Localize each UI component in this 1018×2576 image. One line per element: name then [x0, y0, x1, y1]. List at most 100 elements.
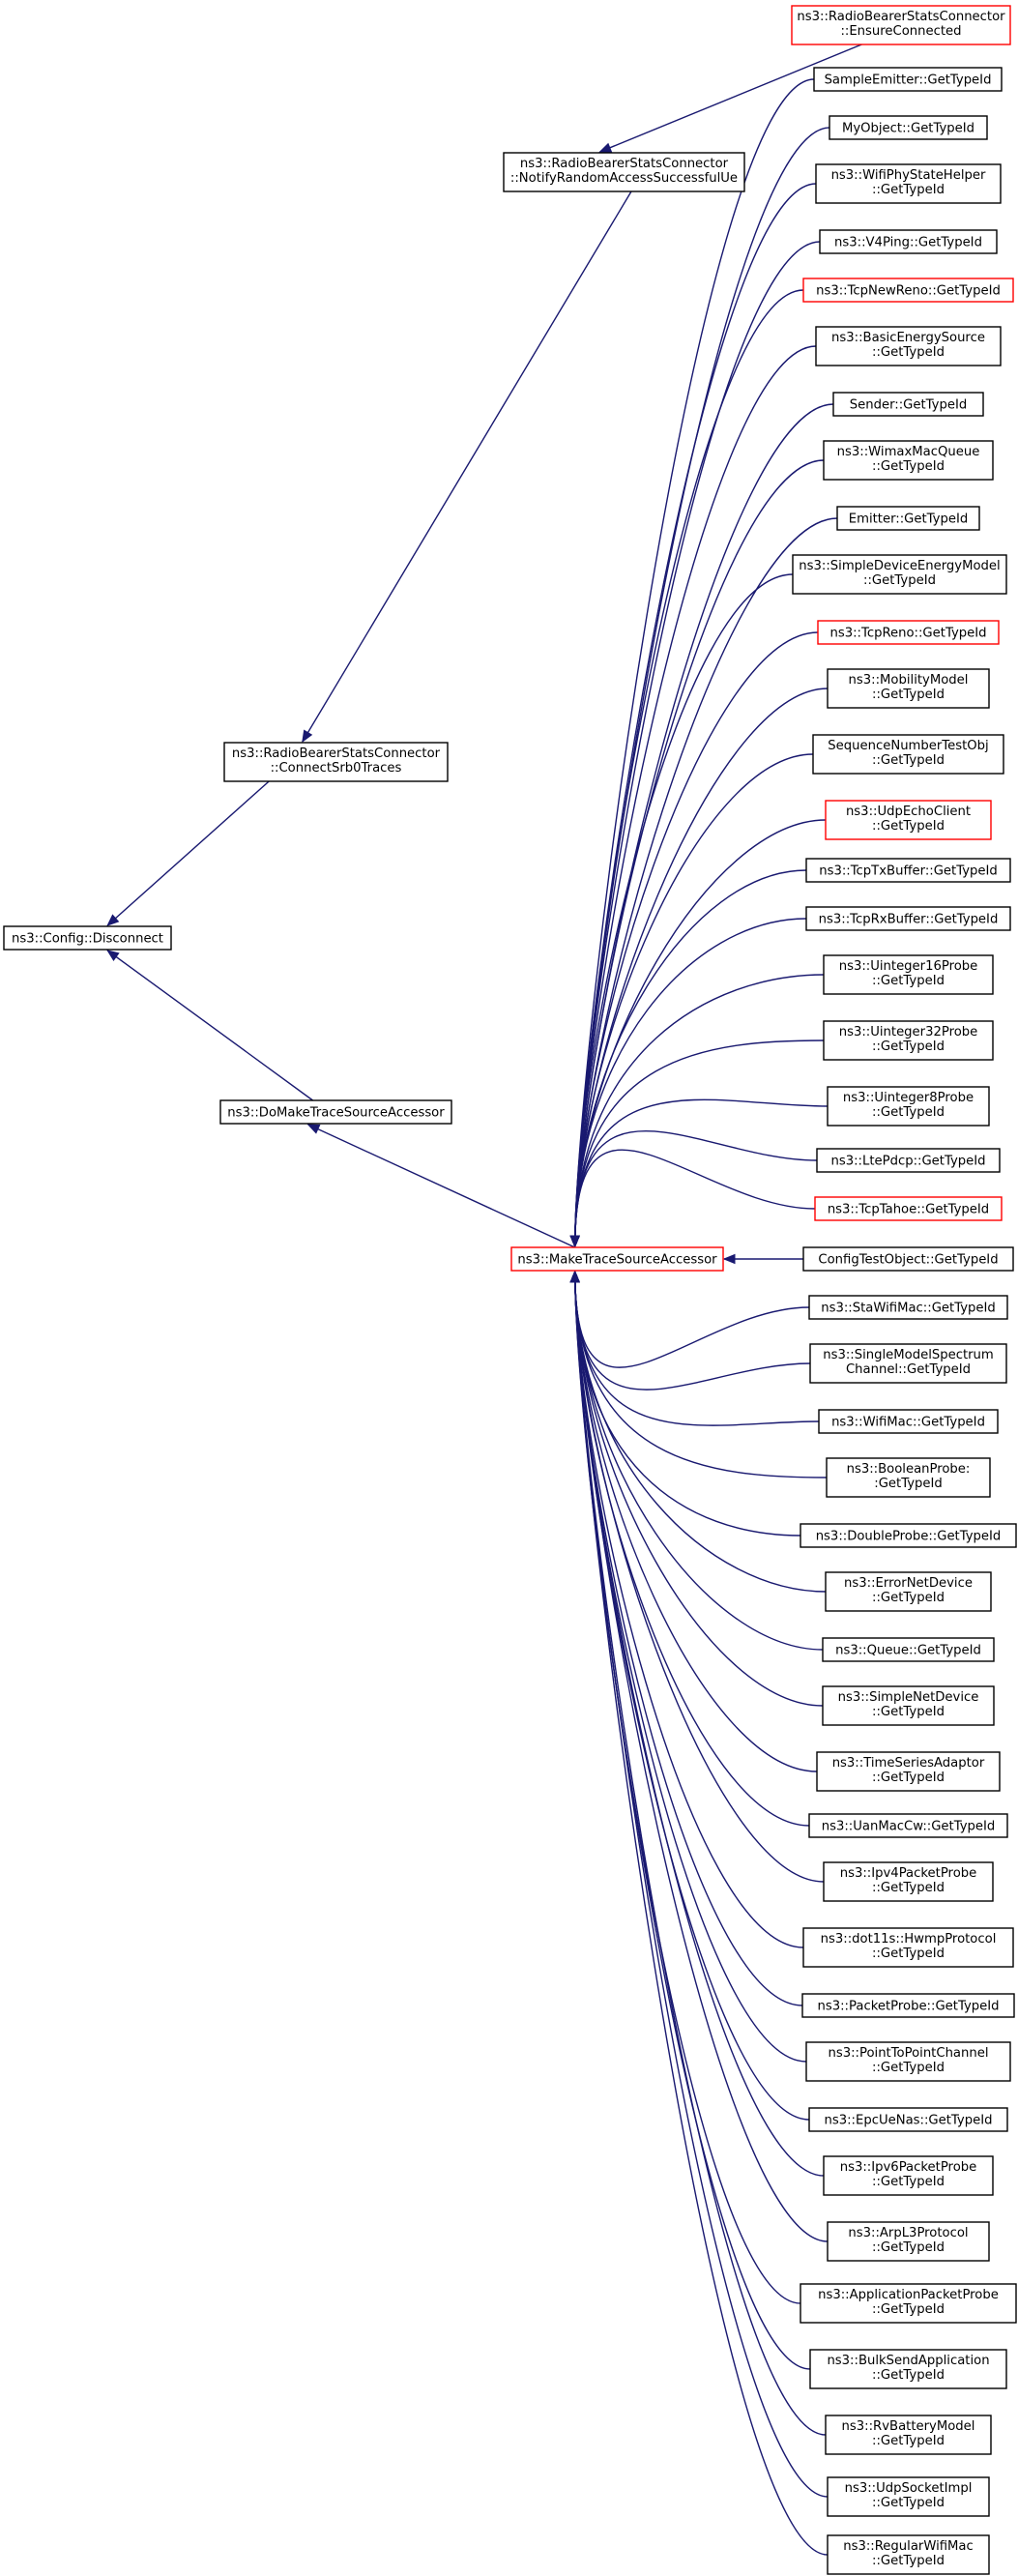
- node-c15[interactable]: ns3::TcpTxBuffer::GetTypeId: [805, 858, 1011, 883]
- node-label-notify_ras: ::NotifyRandomAccessSuccessfulUe: [510, 171, 738, 186]
- node-c37[interactable]: ns3::EpcUeNas::GetTypeId: [808, 2107, 1008, 2132]
- arrowhead-c44-to-make_tsa: [569, 1270, 580, 1283]
- node-box-c5: [802, 278, 1014, 303]
- node-c9[interactable]: Emitter::GetTypeId: [836, 506, 980, 531]
- node-box-c36: [805, 2041, 1011, 2082]
- node-c44[interactable]: ns3::RegularWifiMac::GetTypeId: [827, 2534, 990, 2575]
- node-label-c6: ::GetTypeId: [872, 345, 945, 360]
- node-box-c6: [815, 326, 1002, 366]
- node-c41[interactable]: ns3::BulkSendApplication::GetTypeId: [809, 2349, 1007, 2389]
- node-box-c23: [808, 1295, 1008, 1320]
- node-label-c19: ::GetTypeId: [872, 1105, 945, 1120]
- node-c1[interactable]: SampleEmitter::GetTypeId: [813, 67, 1003, 92]
- node-c3[interactable]: ns3::WifiPhyStateHelper::GetTypeId: [815, 163, 1002, 204]
- node-c34[interactable]: ns3::dot11s::HwmpProtocol::GetTypeId: [802, 1927, 1014, 1968]
- edge-c5-to-make_tsa: [574, 289, 804, 1247]
- node-c22[interactable]: ConfigTestObject::GetTypeId: [802, 1246, 1014, 1272]
- edge-c40-to-make_tsa: [574, 1271, 801, 2304]
- node-c40[interactable]: ns3::ApplicationPacketProbe::GetTypeId: [800, 2283, 1017, 2324]
- edge-c8-to-make_tsa: [574, 459, 825, 1247]
- node-c42[interactable]: ns3::RvBatteryModel::GetTypeId: [825, 2415, 992, 2455]
- edge-c21-to-make_tsa: [574, 1149, 816, 1247]
- node-connect_srb0[interactable]: ns3::RadioBearerStatsConnector::ConnectS…: [223, 742, 449, 782]
- node-c17[interactable]: ns3::Uinteger16Probe::GetTypeId: [823, 954, 994, 995]
- node-c18[interactable]: ns3::Uinteger32Probe::GetTypeId: [823, 1020, 994, 1061]
- node-c31[interactable]: ns3::TimeSeriesAdaptor::GetTypeId: [816, 1751, 1001, 1792]
- edge-c17-to-make_tsa: [574, 974, 825, 1247]
- edge-c24-to-make_tsa: [574, 1271, 811, 1390]
- node-label-c43: ::GetTypeId: [872, 2496, 945, 2510]
- node-label-c17: ns3::Uinteger16Probe: [839, 959, 978, 974]
- edge-c3-to-make_tsa: [574, 183, 817, 1247]
- node-c38[interactable]: ns3::Ipv6PacketProbe::GetTypeId: [823, 2155, 994, 2196]
- node-c12[interactable]: ns3::MobilityModel::GetTypeId: [827, 668, 990, 709]
- nodes-layer: ns3::Config::Disconnect ns3::RadioBearerS…: [3, 5, 1017, 2575]
- node-c5[interactable]: ns3::TcpNewReno::GetTypeId: [802, 278, 1014, 303]
- node-label-c33: ns3::Ipv4PacketProbe: [840, 1866, 977, 1881]
- node-box-c31: [816, 1751, 1001, 1792]
- node-label-c34: ::GetTypeId: [872, 1947, 945, 1961]
- node-do_make_tsa[interactable]: ns3::DoMakeTraceSourceAccessor: [219, 1099, 452, 1125]
- edge-c20-to-make_tsa: [574, 1129, 818, 1247]
- node-box-c43: [827, 2476, 990, 2517]
- node-c43[interactable]: ns3::UdpSocketImpl::GetTypeId: [827, 2476, 990, 2517]
- arrowhead-do_make_tsa-to-config_disconnect: [106, 950, 120, 962]
- node-c11[interactable]: ns3::TcpReno::GetTypeId: [817, 620, 1000, 645]
- node-box-c4: [819, 229, 998, 254]
- node-c10[interactable]: ns3::SimpleDeviceEnergyModel::GetTypeId: [792, 554, 1007, 595]
- node-c30[interactable]: ns3::SimpleNetDevice::GetTypeId: [822, 1685, 995, 1726]
- node-label-c12: ::GetTypeId: [872, 688, 945, 702]
- node-c8[interactable]: ns3::WimaxMacQueue::GetTypeId: [823, 440, 994, 481]
- node-config_disconnect[interactable]: ns3::Config::Disconnect: [3, 925, 172, 951]
- node-label-c16: ns3::TcpRxBuffer::GetTypeId: [819, 913, 999, 927]
- node-box-c44: [827, 2534, 990, 2575]
- node-box-c8: [823, 440, 994, 481]
- edge-c16-to-make_tsa: [574, 918, 807, 1247]
- node-c13[interactable]: SequenceNumberTestObj::GetTypeId: [812, 734, 1004, 775]
- node-c21[interactable]: ns3::TcpTahoe::GetTypeId: [814, 1196, 1003, 1221]
- node-c20[interactable]: ns3::LtePdcp::GetTypeId: [816, 1148, 1001, 1173]
- node-c39[interactable]: ns3::ArpL3Protocol::GetTypeId: [827, 2221, 990, 2262]
- node-c27[interactable]: ns3::DoubleProbe::GetTypeId: [800, 1523, 1017, 1548]
- node-label-c9: Emitter::GetTypeId: [849, 512, 968, 527]
- node-label-c39: ns3::ArpL3Protocol: [848, 2226, 968, 2240]
- node-label-c32: ns3::UanMacCw::GetTypeId: [822, 1820, 996, 1834]
- node-label-c3: ::GetTypeId: [872, 183, 945, 197]
- node-c2[interactable]: MyObject::GetTypeId: [829, 115, 988, 140]
- node-label-c40: ns3::ApplicationPacketProbe: [818, 2288, 999, 2302]
- node-c4[interactable]: ns3::V4Ping::GetTypeId: [819, 229, 998, 254]
- node-c29[interactable]: ns3::Queue::GetTypeId: [822, 1637, 995, 1662]
- node-c25[interactable]: ns3::WifiMac::GetTypeId: [818, 1409, 999, 1434]
- node-label-c40: ::GetTypeId: [872, 2302, 945, 2317]
- edge-c19-to-make_tsa: [574, 1098, 829, 1247]
- node-label-c18: ns3::Uinteger32Probe: [839, 1025, 978, 1039]
- node-c6[interactable]: ns3::BasicEnergySource::GetTypeId: [815, 326, 1002, 366]
- node-box-c3: [815, 163, 1002, 204]
- node-c32[interactable]: ns3::UanMacCw::GetTypeId: [808, 1813, 1008, 1838]
- node-label-c42: ns3::RvBatteryModel: [842, 2419, 975, 2434]
- node-label-c3: ns3::WifiPhyStateHelper: [831, 168, 986, 183]
- node-label-c36: ::GetTypeId: [872, 2061, 945, 2075]
- node-ensure_connected[interactable]: ns3::RadioBearerStatsConnector::EnsureCo…: [791, 5, 1011, 45]
- node-c14[interactable]: ns3::UdpEchoClient::GetTypeId: [825, 800, 992, 840]
- node-c7[interactable]: Sender::GetTypeId: [832, 392, 984, 417]
- node-c28[interactable]: ns3::ErrorNetDevice::GetTypeId: [825, 1571, 992, 1612]
- node-c19[interactable]: ns3::Uinteger8Probe::GetTypeId: [827, 1086, 990, 1127]
- node-label-c17: ::GetTypeId: [872, 974, 945, 988]
- edge-connect_srb0-to-config_disconnect: [106, 780, 270, 926]
- node-notify_ras[interactable]: ns3::RadioBearerStatsConnector::NotifyRa…: [503, 152, 745, 192]
- node-box-c37: [808, 2107, 1008, 2132]
- node-make_tsa[interactable]: ns3::MakeTraceSourceAccessor: [510, 1246, 724, 1272]
- node-c24[interactable]: ns3::SingleModelSpectrumChannel::GetType…: [809, 1343, 1007, 1384]
- node-c26[interactable]: ns3::BooleanProbe::GetTypeId: [826, 1457, 991, 1498]
- node-c23[interactable]: ns3::StaWifiMac::GetTypeId: [808, 1295, 1008, 1320]
- node-c33[interactable]: ns3::Ipv4PacketProbe::GetTypeId: [823, 1861, 994, 1902]
- node-c16[interactable]: ns3::TcpRxBuffer::GetTypeId: [805, 906, 1011, 931]
- arrowhead-ensure_connected-to-notify_ras: [598, 142, 613, 153]
- node-c36[interactable]: ns3::PointToPointChannel::GetTypeId: [805, 2041, 1011, 2082]
- node-label-c29: ns3::Queue::GetTypeId: [835, 1644, 981, 1658]
- node-box-c7: [832, 392, 984, 417]
- node-label-c22: ConfigTestObject::GetTypeId: [818, 1253, 998, 1268]
- node-c35[interactable]: ns3::PacketProbe::GetTypeId: [801, 1993, 1015, 2018]
- node-box-c34: [802, 1927, 1014, 1968]
